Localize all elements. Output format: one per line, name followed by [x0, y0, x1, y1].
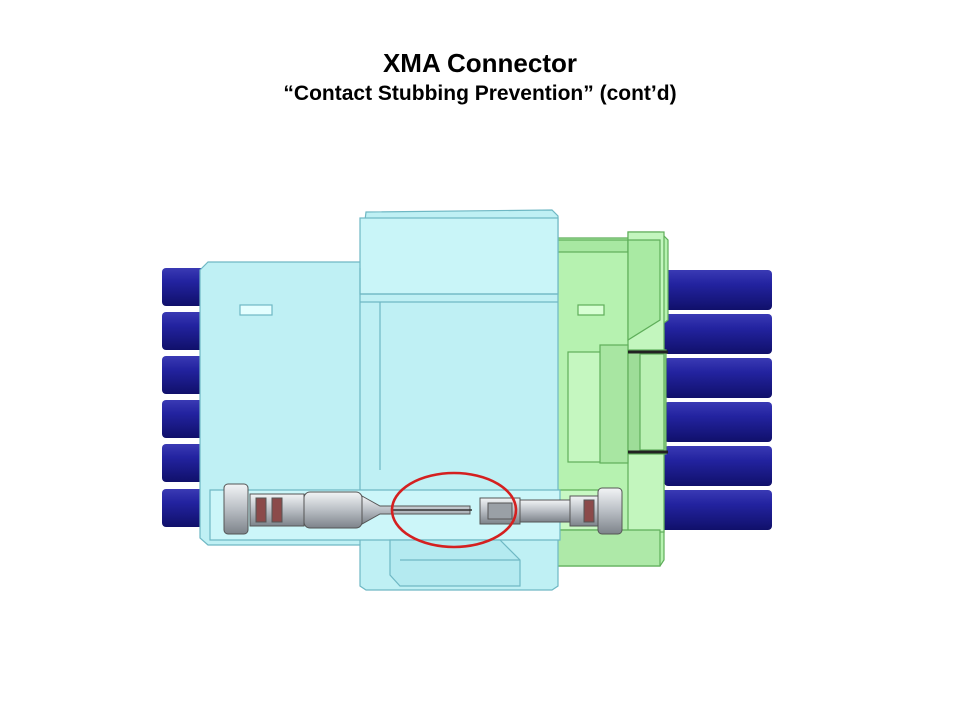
right-cable-bundle [620, 270, 772, 530]
right-cable-4 [664, 402, 772, 442]
right-cable-3 [664, 358, 772, 398]
left-grommet [223, 483, 249, 535]
slide-title: XMA Connector [382, 48, 578, 78]
cyan-main-housing [199, 209, 561, 591]
contact-stubbing-highlight-circle [390, 471, 518, 549]
left-cable-2 [162, 312, 210, 350]
left-cable-4 [162, 400, 210, 438]
right-grommet [597, 487, 623, 535]
left-cable-3 [162, 356, 210, 394]
left-cable-5 [162, 444, 210, 482]
slide-subtitle: “Contact Stubbing Prevention” (cont’d) [283, 82, 677, 105]
left-seal [255, 497, 267, 523]
right-cable-5 [664, 446, 772, 486]
right-seal [583, 499, 595, 523]
right-cable-1 [664, 270, 772, 310]
left-cable-1 [162, 268, 210, 306]
right-cable-2 [664, 314, 772, 354]
